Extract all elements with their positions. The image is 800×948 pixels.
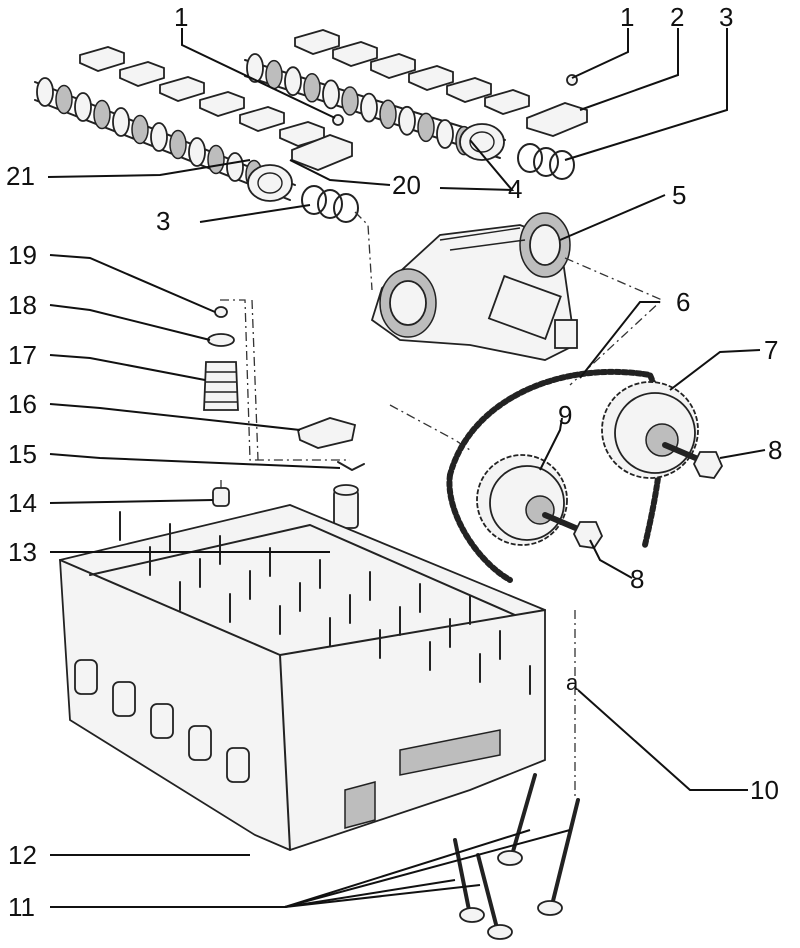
callout-11: 11	[8, 892, 35, 922]
bearing-cap	[294, 29, 340, 55]
rocker-arm-16	[296, 417, 357, 449]
bearing-cap	[119, 61, 165, 87]
cam-lobe	[246, 53, 264, 83]
bearing-cap	[159, 76, 205, 102]
bearing-cap	[239, 106, 285, 132]
callout-16: 16	[8, 389, 37, 419]
valve-spring-stack	[203, 306, 239, 507]
camshaft-left	[34, 77, 296, 202]
callout-21: 21	[6, 161, 35, 191]
callout-1-right: 1	[620, 2, 634, 32]
timing-chain	[446, 368, 665, 583]
cam-lobe	[93, 99, 111, 130]
clip-15	[337, 461, 365, 471]
leader-lines	[47, 28, 766, 908]
intake-port	[74, 659, 98, 695]
cam-lobe	[112, 107, 130, 137]
callout-20: 20	[392, 170, 421, 200]
callout-10: 10	[750, 775, 779, 805]
callout-8-upper: 8	[768, 435, 782, 465]
reference-label-a: a	[566, 670, 579, 695]
cam-lobe	[379, 99, 397, 129]
callout-9: 9	[558, 400, 572, 430]
cam-lobe	[322, 79, 340, 110]
cam-lobe	[360, 92, 378, 123]
cam-lobe	[417, 112, 435, 143]
assembly-guide-lines	[220, 211, 664, 800]
callout-1-left: 1	[174, 2, 188, 32]
bearing-cap-2	[526, 74, 588, 137]
hydraulic-lifter-13	[333, 484, 359, 529]
cam-lobe	[131, 114, 149, 145]
cam-lobe	[436, 119, 454, 149]
cam-lobe	[169, 129, 187, 160]
callout-17: 17	[8, 340, 37, 370]
callout-3-left: 3	[156, 206, 170, 236]
callout-18: 18	[8, 290, 37, 320]
bearing-cap	[79, 46, 125, 72]
intake-port	[112, 681, 136, 717]
bearing-cap	[408, 65, 454, 91]
cam-lobe	[398, 105, 416, 136]
seal-rings-left	[301, 185, 359, 223]
callout-14: 14	[8, 488, 37, 518]
valves	[453, 773, 580, 940]
bearing-caps-left	[79, 46, 325, 147]
callout-3-right: 3	[719, 2, 733, 32]
cam-lobe	[55, 84, 73, 115]
cam-lobe	[188, 137, 206, 167]
cam-lobe	[74, 92, 92, 122]
cam-lobe	[226, 152, 244, 182]
cam-sprocket-9	[476, 454, 604, 549]
bearing-cap	[484, 89, 530, 115]
callout-12: 12	[8, 840, 37, 870]
bearing-cap	[370, 53, 416, 79]
cam-lobe	[207, 144, 225, 175]
cam-lobe	[36, 77, 54, 107]
callout-6: 6	[676, 287, 690, 317]
callout-8-lower: 8	[630, 564, 644, 594]
callout-7: 7	[764, 335, 778, 365]
cam-lobe	[265, 59, 283, 90]
callout-4: 4	[508, 174, 522, 204]
cylinder-head	[59, 504, 546, 851]
camshaft-right	[244, 53, 506, 161]
bearing-cap	[332, 41, 378, 67]
callout-13: 13	[8, 537, 37, 567]
intake-port	[150, 703, 174, 739]
callout-5: 5	[672, 180, 686, 210]
bearing-cap	[446, 77, 492, 103]
callout-19: 19	[8, 240, 37, 270]
intake-port	[226, 747, 250, 783]
bearing-caps-right	[294, 29, 530, 115]
callout-2: 2	[670, 2, 684, 32]
seal-rings-right	[517, 143, 575, 180]
bearing-cap	[199, 91, 245, 117]
callout-labels: 1 1 2 3 4 20 21 3 5 6 7 8 9 8 19 18 17 1…	[6, 2, 782, 922]
cam-lobe	[150, 122, 168, 152]
callout-15: 15	[8, 439, 37, 469]
cam-lobe	[284, 66, 302, 97]
cam-lobe	[303, 73, 321, 103]
cam-sprocket-7	[601, 381, 724, 479]
camshaft-adjuster-housing	[370, 212, 578, 361]
cam-lobe	[341, 86, 359, 116]
intake-port	[188, 725, 212, 761]
